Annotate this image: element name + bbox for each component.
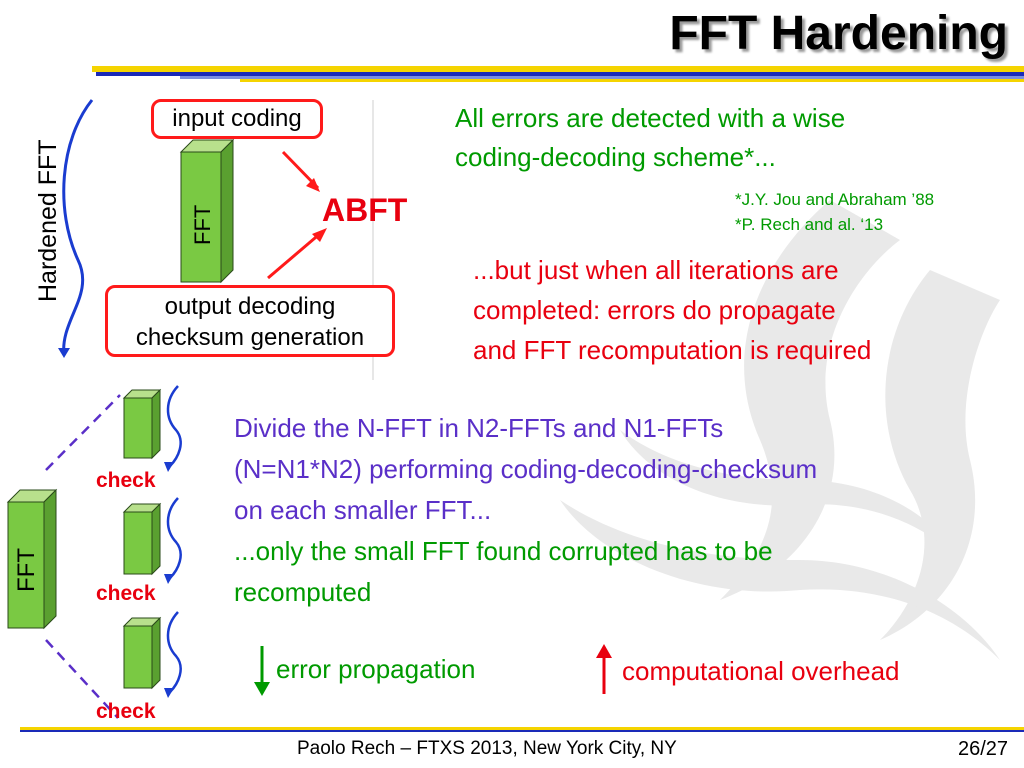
slide-title: FFT Hardening: [669, 7, 1008, 60]
but-line-1: ...but just when all iterations are: [473, 255, 839, 285]
ref-2: *P. Rech and al. ‘13: [735, 215, 884, 234]
ref-1: *J.Y. Jou and Abraham ’88: [735, 190, 935, 209]
fft-cube-large: [6, 488, 58, 630]
footer-text: Paolo Rech – FTXS 2013, New York City, N…: [297, 738, 677, 759]
footer-rule: [20, 727, 1024, 732]
detected-line-2: coding-decoding scheme*...: [455, 142, 776, 172]
input-coding-box: input coding: [151, 99, 323, 139]
page-number: 26/27: [958, 738, 1009, 760]
but-line-2: completed: errors do propagate: [473, 295, 836, 325]
check-label-2: check: [96, 582, 156, 605]
divide-line-1: Divide the N-FFT in N2-FFTs and N1-FFTs: [234, 413, 724, 443]
output-decoding-text: output decoding: [164, 293, 336, 320]
only-line-1: ...only the small FFT found corrupted ha…: [234, 536, 773, 566]
divide-line-3: on each smaller FFT...: [234, 495, 492, 525]
but-line-3: and FFT recomputation is required: [473, 335, 872, 365]
hardened-fft-label: Hardened FFT: [34, 139, 62, 302]
header-rule: [92, 66, 1024, 82]
fft-label-large: FFT: [13, 548, 40, 592]
input-coding-text: input coding: [172, 105, 302, 132]
divide-line-2: (N=N1*N2) performing coding-decoding-che…: [234, 454, 818, 484]
fft-cube-top: [179, 138, 235, 284]
fft-cube-small-2: [122, 502, 162, 576]
abft-label: ABFT: [322, 192, 408, 228]
computational-overhead-text: computational overhead: [622, 656, 900, 686]
fft-label-top: FFT: [190, 204, 215, 245]
check-label-1: check: [96, 469, 156, 492]
detected-line-1: All errors are detected with a wise: [455, 103, 846, 133]
output-decoding-box: output decoding checksum generation: [105, 285, 395, 357]
check-label-3: check: [96, 700, 156, 723]
only-line-2: recomputed: [234, 577, 372, 607]
fft-cube-small-3: [122, 616, 162, 690]
error-propagation-text: error propagation: [276, 654, 476, 684]
brace-left: [62, 99, 94, 356]
fft-cube-small-1: [122, 388, 162, 460]
checksum-generation-text: checksum generation: [135, 324, 365, 351]
